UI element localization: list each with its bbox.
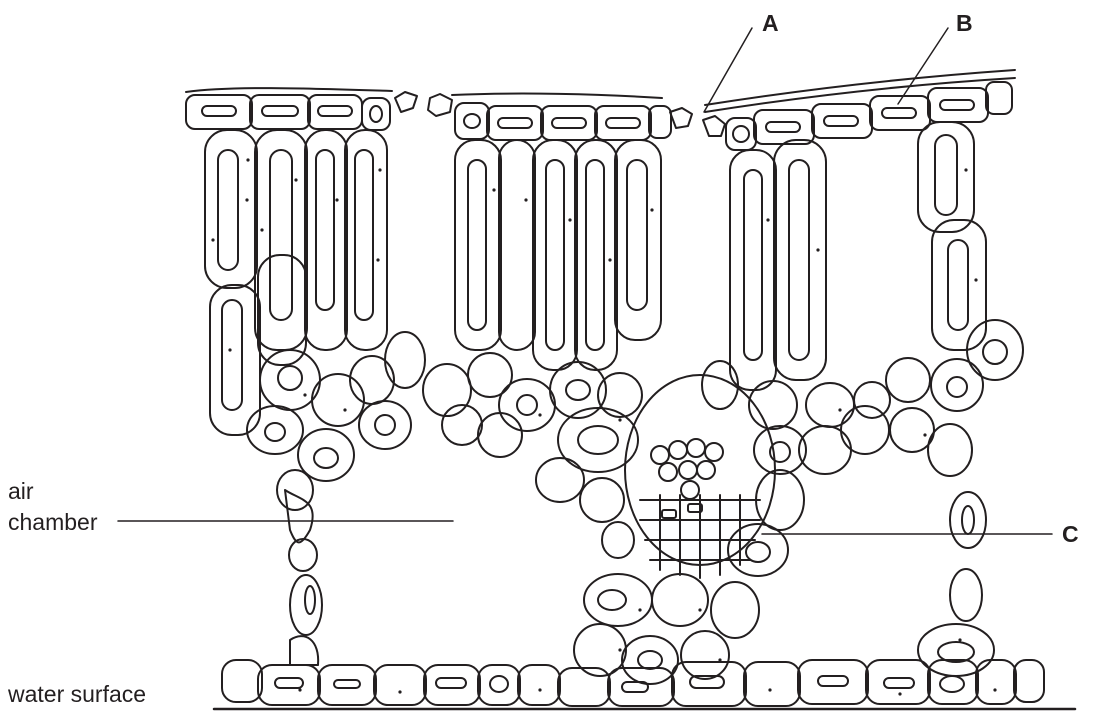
lower-epidermis-nuclei [275,676,964,692]
lower-bundle-cells [574,574,759,684]
leader-b [898,28,948,104]
palisade-cells [205,122,986,435]
spongy-vacuoles [265,340,1007,662]
label-a: A [762,10,779,37]
label-water-surface: water surface [8,681,146,708]
cuticle-middle [452,94,662,98]
label-air-chamber-line2: chamber [8,509,97,536]
label-c: C [1062,521,1079,548]
label-b: B [956,10,973,37]
cuticle-left [186,88,392,92]
vascular-bundle [625,375,775,578]
palisade-vacuoles [218,135,968,410]
stoma-guard-cells [395,92,725,136]
cell-chains [285,490,322,665]
label-air-chamber-line1: air [8,478,34,505]
